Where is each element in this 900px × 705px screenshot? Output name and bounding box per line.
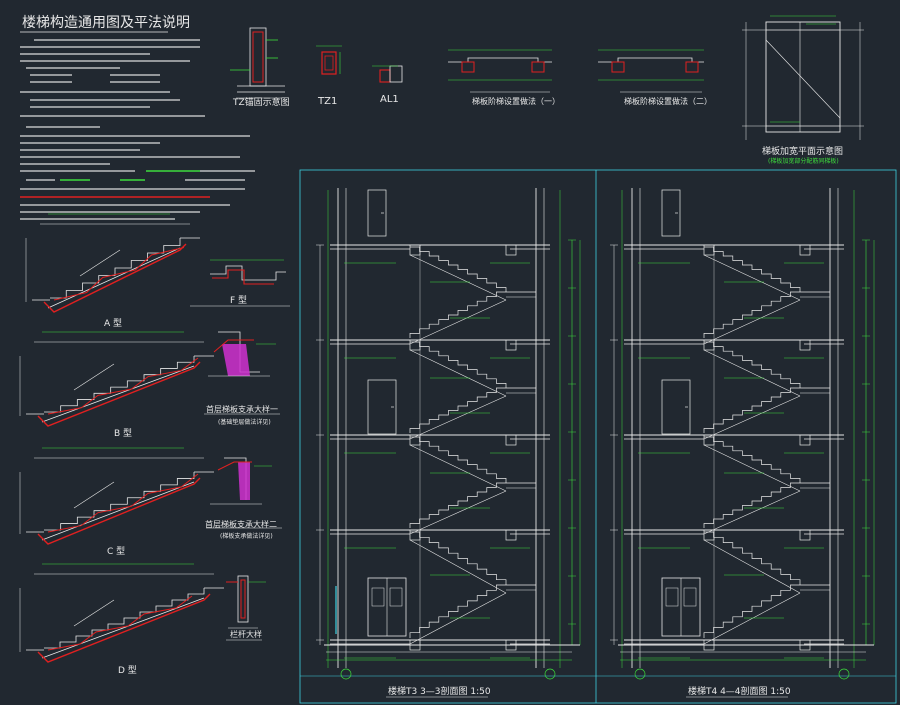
type-b-label: B 型 (114, 428, 132, 439)
slab-joint-2-detail (206, 457, 282, 529)
type-f-detail (190, 259, 290, 307)
slab-joint-2-note: (梯板支承做法详见) (220, 532, 273, 540)
page-title: 楼梯构造通用图及平法说明 (22, 15, 190, 31)
stair-type-a-geometry (25, 213, 200, 313)
tz-anchor-detail (230, 27, 285, 99)
type-f-label: F 型 (230, 295, 247, 306)
type-d-label: D 型 (118, 665, 137, 676)
widen-plan-detail (742, 15, 864, 140)
al1-label: AL1 (380, 94, 399, 105)
al1-detail (372, 65, 403, 83)
rail-detail-label: 栏杆大样 (230, 629, 262, 639)
tz-anchor-label: TZ锚固示意图 (232, 96, 290, 108)
section-left-title: 楼梯T3 3—3剖面图 1:50 (388, 685, 491, 697)
tz1-label: TZ1 (317, 96, 337, 107)
slab-joint-1-label: 首层梯板支承大样一 (206, 404, 278, 414)
widen-plan-note: (梯板加宽部分配筋同梯板) (768, 157, 839, 165)
stair-type-b-geometry (19, 331, 214, 427)
section-left-drawing (316, 188, 581, 680)
type-c-label: C 型 (107, 546, 125, 557)
type-a-label: A 型 (104, 318, 122, 329)
stair-type-c-geometry (19, 447, 214, 545)
sections-frame (299, 169, 897, 704)
stair-type-details (19, 213, 224, 663)
slab-joint-2-label: 首层梯板支承大样二 (205, 519, 277, 529)
slab-joint-1-note: (基础垫层做法详见) (218, 418, 271, 426)
slab-joint-1-detail (204, 331, 280, 415)
widen-plan-label: 梯板加宽平面示意图 (762, 145, 843, 157)
step-option-1-label: 梯板阶梯设置做法（一） (472, 96, 560, 106)
step-option-2-detail (598, 49, 704, 93)
step-option-1-detail (448, 49, 552, 93)
general-notes (20, 39, 255, 220)
stair-type-d-geometry (19, 563, 224, 663)
section-right-title: 楼梯T4 4—4剖面图 1:50 (688, 685, 791, 697)
tz1-detail (316, 45, 342, 75)
section-right-drawing (610, 188, 875, 680)
step-option-2-label: 梯板阶梯设置做法（二） (624, 96, 712, 106)
rail-detail (226, 575, 266, 641)
